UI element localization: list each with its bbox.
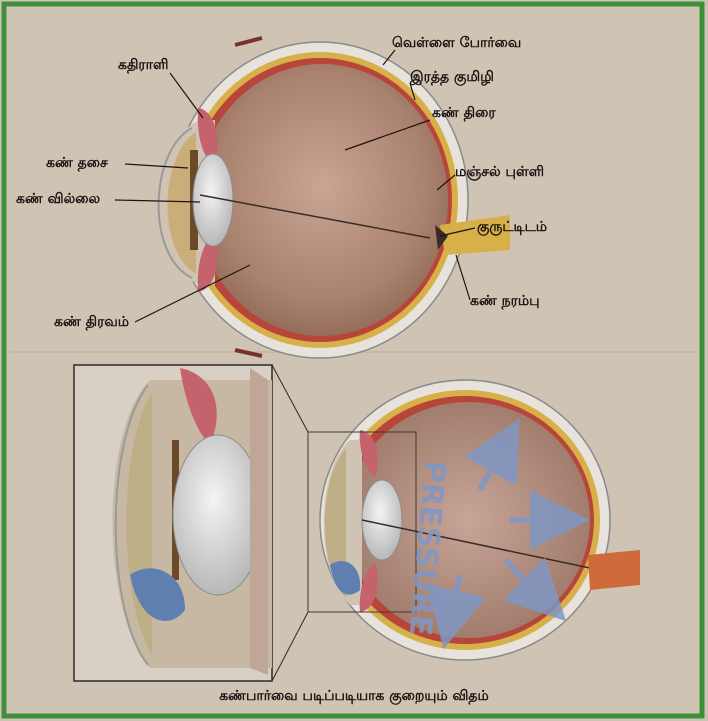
label-ciliary-body: கதிராளி	[118, 56, 168, 74]
bottom-lens	[362, 480, 402, 560]
label-vitreous: கண் திரவம்	[54, 313, 129, 331]
label-retina: கண் திரை	[432, 104, 496, 122]
label-optic-nerve: கண் நரம்பு	[470, 292, 540, 310]
vitreous-body	[196, 64, 448, 336]
label-lens: கண் வில்லை	[16, 190, 100, 208]
inset-vitreous-edge	[250, 368, 268, 675]
label-choroid: இரத்த குமிழி	[410, 68, 494, 86]
figure-caption: கண்பார்வை படிப்படியாக குறையும் விதம்	[0, 688, 708, 706]
label-sclera: வெள்ளை போர்வை	[392, 34, 521, 52]
bottom-optic-nerve	[588, 550, 640, 590]
label-macula: மஞ்சல் புள்ளி	[455, 163, 544, 181]
label-iris: கண் தசை	[46, 154, 108, 172]
label-blind-spot: குருட்டிடம்	[477, 218, 547, 236]
inset-lens	[173, 435, 263, 595]
